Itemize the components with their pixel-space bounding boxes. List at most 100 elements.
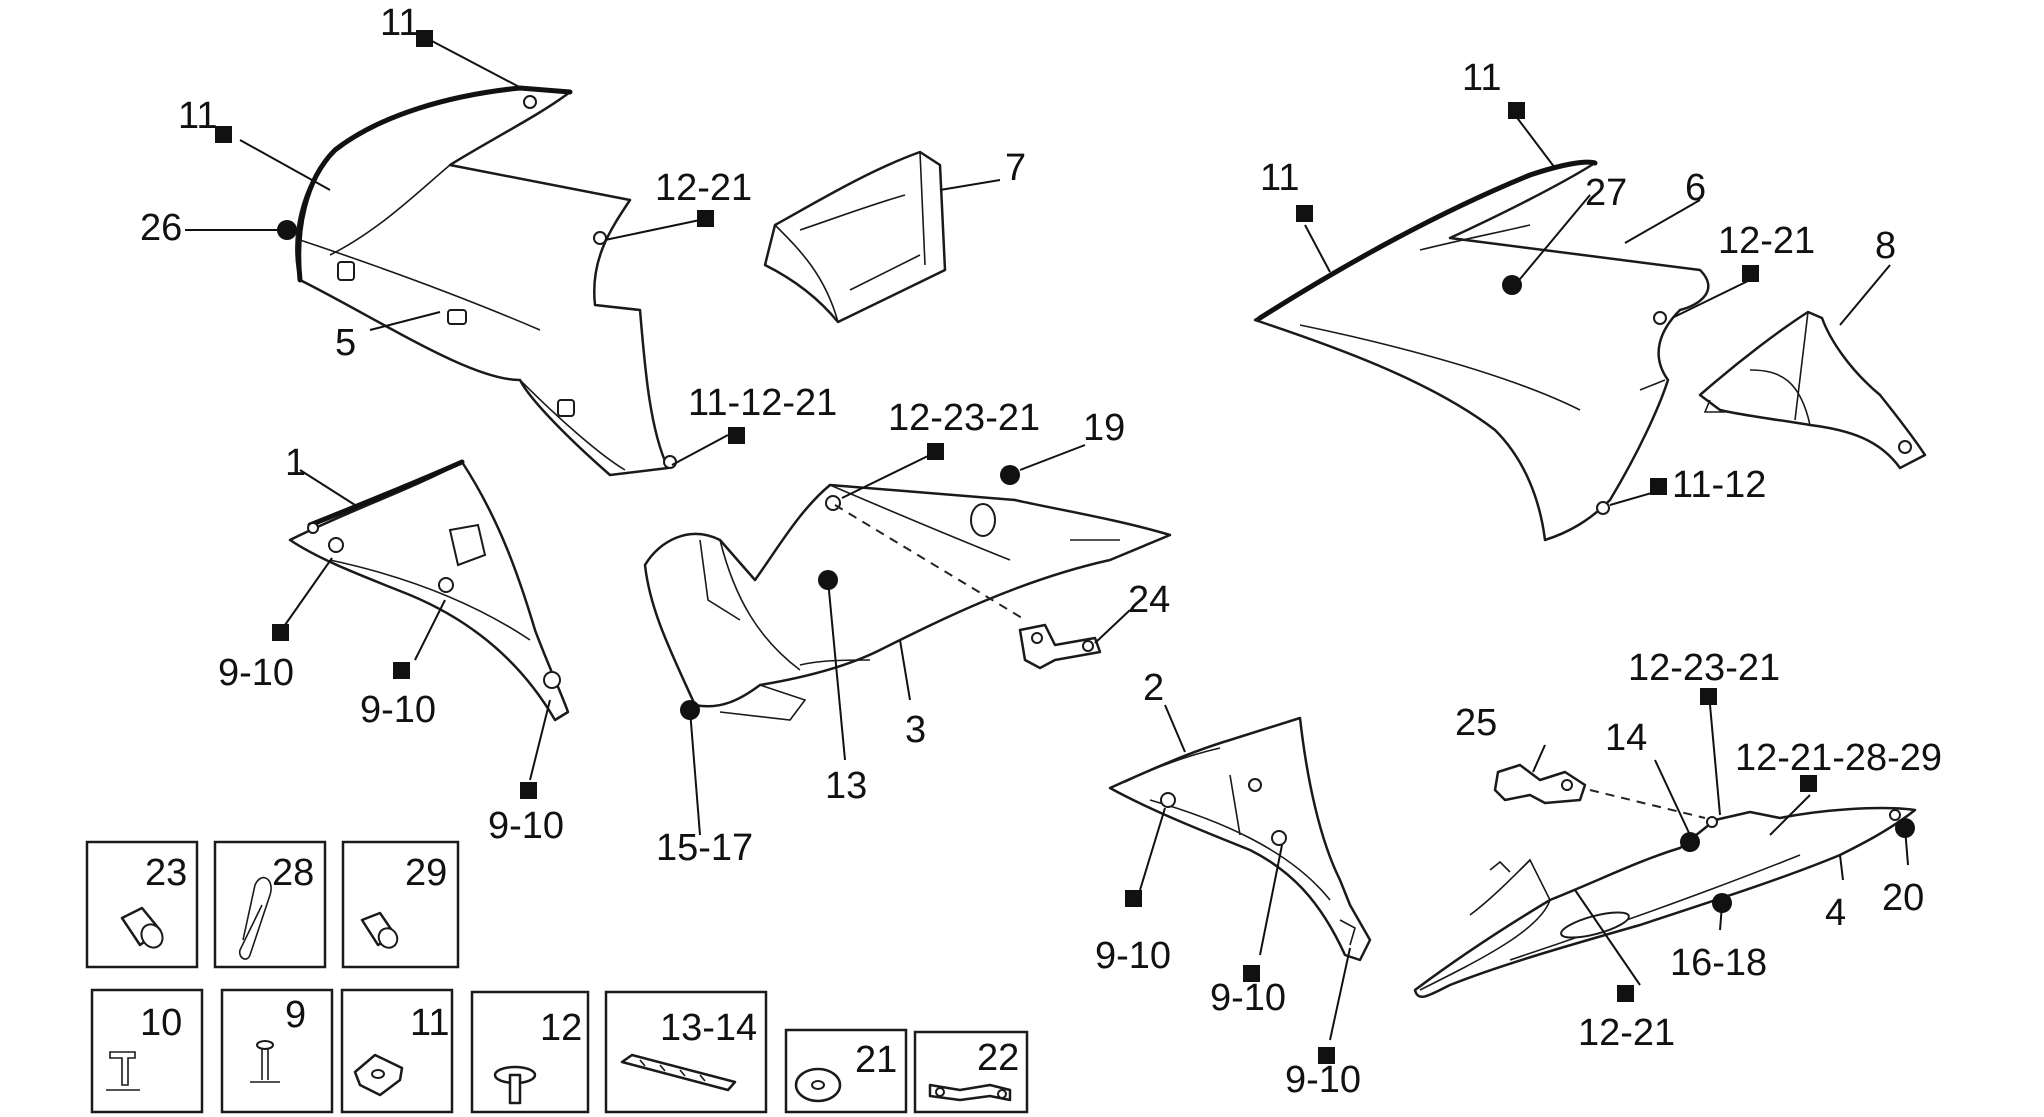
callout-label: 6: [1685, 167, 1706, 209]
square-marker: [1508, 102, 1525, 119]
mount-hole: [1889, 809, 1901, 821]
square-marker: [1296, 205, 1313, 222]
mount-hole: [328, 537, 344, 553]
callout-label: 12-21: [655, 167, 752, 209]
dot-marker: [277, 220, 297, 240]
square-marker: [1700, 688, 1717, 705]
hardware-label: 21: [855, 1039, 897, 1081]
callout-label: 11-12: [1672, 464, 1766, 506]
hardware-label: 23: [145, 852, 187, 894]
hardware-box-10: 10: [90, 988, 204, 1114]
dot-marker: [1680, 832, 1700, 852]
hardware-box-12: 12: [470, 990, 590, 1114]
cutout: [448, 523, 487, 567]
square-marker: [1800, 775, 1817, 792]
part-7-air-duct: [763, 150, 947, 324]
mount-hole: [438, 577, 454, 593]
fastener-markers: [215, 30, 1817, 1064]
callout-label: 2: [1143, 667, 1164, 709]
mount-hole: [1271, 830, 1287, 846]
dot-marker: [680, 700, 700, 720]
hardware-box-11: 11: [340, 988, 454, 1114]
callout-labels: 11 11 26 5 12-21 7 11-12-21 1 9-10 9-10 …: [140, 2, 1942, 1101]
square-marker: [1742, 265, 1759, 282]
hardware-label: 9: [285, 994, 306, 1036]
callout-label: 25: [1455, 702, 1497, 744]
part-6-upper-fairing-right: [1253, 159, 1710, 542]
callout-label: 12-21: [1578, 1012, 1675, 1054]
part-3-lower-fairing-left: [643, 483, 1172, 721]
hardware-box-29: 29: [341, 840, 460, 969]
callout-label: 8: [1875, 225, 1896, 267]
hardware-label: 28: [272, 852, 314, 894]
component-markers: [277, 220, 1915, 913]
square-marker: [520, 782, 537, 799]
callout-label: 5: [335, 322, 356, 364]
callout-label: 16-18: [1670, 942, 1767, 984]
part-4-lower-fairing-right: [1413, 806, 1917, 999]
square-marker: [1243, 965, 1260, 982]
callout-label: 9-10: [488, 805, 564, 847]
dot-marker: [818, 570, 838, 590]
mount-hole: [1898, 440, 1912, 454]
mount-hole: [1706, 816, 1718, 828]
mount-hole: [543, 671, 561, 689]
callout-label: 15-17: [656, 827, 753, 869]
square-marker: [215, 126, 232, 143]
part-2-side-panel-right: [1108, 716, 1372, 962]
dot-marker: [1502, 275, 1522, 295]
square-marker: [1650, 478, 1667, 495]
callout-label: 11: [380, 2, 419, 44]
part-5-upper-fairing-left: [295, 85, 677, 477]
callout-label: 12-21: [1718, 220, 1815, 262]
hardware-label: 11: [410, 1002, 449, 1044]
hardware-label: 12: [540, 1007, 582, 1049]
square-marker: [927, 443, 944, 460]
callout-label: 9-10: [1210, 977, 1286, 1019]
part-1-side-panel-left: [288, 459, 570, 722]
square-marker: [272, 624, 289, 641]
callout-label: 13: [825, 765, 867, 807]
hardware-box-9: 9: [220, 988, 334, 1114]
hardware-label: 10: [140, 1002, 182, 1044]
hardware-box-21: 21: [784, 1028, 908, 1114]
mount-hole: [523, 95, 537, 109]
hardware-legend: 23 28 29 10 9: [85, 840, 1029, 1114]
mount-hole: [663, 455, 677, 469]
part-24-bracket: [834, 504, 1102, 670]
callout-label: 12-21-28-29: [1735, 737, 1942, 779]
hardware-box-13-14: 13-14: [604, 990, 768, 1114]
callout-label: 11: [178, 95, 217, 137]
callout-label: 7: [1005, 147, 1026, 189]
square-marker: [1617, 985, 1634, 1002]
callout-label: 11-12-21: [688, 382, 837, 424]
mount-hole: [337, 261, 355, 281]
callout-label: 24: [1128, 579, 1170, 621]
callout-label: 12-23-21: [888, 397, 1040, 439]
callout-label: 9-10: [218, 652, 294, 694]
hardware-box-22: 22: [913, 1030, 1029, 1114]
mount-hole: [593, 231, 607, 245]
callout-label: 11: [1462, 57, 1501, 99]
hardware-label: 22: [977, 1037, 1019, 1079]
mount-hole: [1031, 632, 1043, 644]
callout-label: 9-10: [1285, 1059, 1361, 1101]
mount-hole: [1596, 501, 1610, 515]
hardware-box-23: 23: [85, 840, 199, 969]
hardware-label: 29: [405, 852, 447, 894]
callout-label: 27: [1585, 172, 1627, 214]
mount-hole: [1653, 311, 1667, 325]
callout-label: 9-10: [360, 689, 436, 731]
square-marker: [728, 427, 745, 444]
mount-hole: [307, 522, 319, 534]
callout-label: 12-23-21: [1628, 647, 1780, 689]
mount-hole: [1160, 792, 1176, 808]
dot-marker: [1712, 893, 1732, 913]
part-25-bracket: [1493, 763, 1706, 819]
square-marker: [1125, 890, 1142, 907]
part-8-air-duct-right: [1698, 310, 1927, 470]
square-marker: [393, 662, 410, 679]
callout-label: 20: [1882, 877, 1924, 919]
hardware-label: 13-14: [660, 1007, 757, 1049]
callout-label: 1: [285, 442, 306, 484]
